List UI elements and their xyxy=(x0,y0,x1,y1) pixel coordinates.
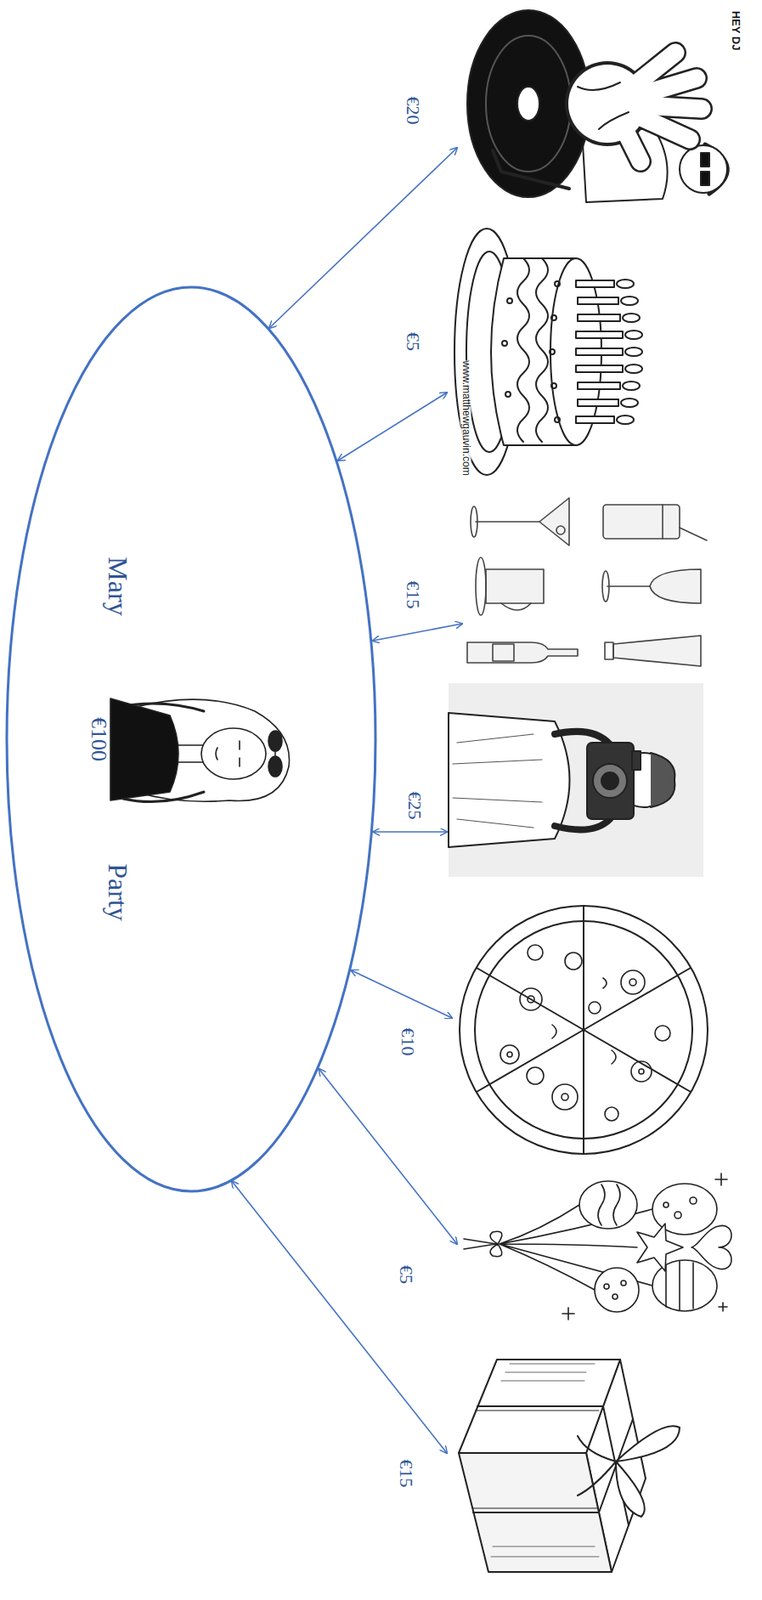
event-name: Party xyxy=(101,863,132,921)
cake-illustration xyxy=(454,228,643,475)
price-label: €20 xyxy=(402,94,424,128)
cake-picture: www.matthewgauvin.com xyxy=(448,224,704,480)
budget-amount: €100 xyxy=(86,716,112,762)
connector-arrow xyxy=(318,1068,458,1244)
connector-arrow xyxy=(350,970,452,1018)
balloons-picture xyxy=(458,1162,745,1326)
gift-picture xyxy=(448,1325,714,1596)
connector-arrow xyxy=(372,623,463,641)
photographer-illustration xyxy=(448,682,704,877)
ellipse-outline xyxy=(5,285,378,1193)
price-label: €15 xyxy=(395,1456,417,1491)
watermark-text: www.matthewgauvin.com xyxy=(459,360,471,475)
pizza-illustration xyxy=(459,905,708,1154)
price-label: €25 xyxy=(404,789,425,823)
sign-text: HEY DJ xyxy=(729,11,742,51)
price-label: €15 xyxy=(402,578,424,612)
price-label: €5 xyxy=(395,1262,417,1287)
gift-illustration xyxy=(458,1359,680,1572)
pizza-picture xyxy=(453,897,714,1163)
drinks-illustration xyxy=(467,497,707,667)
price-label: €5 xyxy=(402,329,424,354)
connector-arrow xyxy=(338,392,447,461)
drinks-picture xyxy=(463,489,714,683)
price-label: €10 xyxy=(397,1025,418,1059)
ellipse-outline xyxy=(6,287,376,1191)
connector-arrow xyxy=(269,147,458,328)
connector-arrow xyxy=(372,830,447,833)
party-ellipse: Mary €100Party xyxy=(5,285,378,1193)
balloons-illustration xyxy=(463,1173,732,1320)
dj-picture: HEY DJ xyxy=(458,1,757,204)
person-name: Mary xyxy=(101,556,132,616)
photographer-picture xyxy=(448,682,704,877)
connector-arrow xyxy=(231,1180,447,1453)
dj-illustration xyxy=(467,10,728,203)
woman-illustration xyxy=(110,698,290,802)
